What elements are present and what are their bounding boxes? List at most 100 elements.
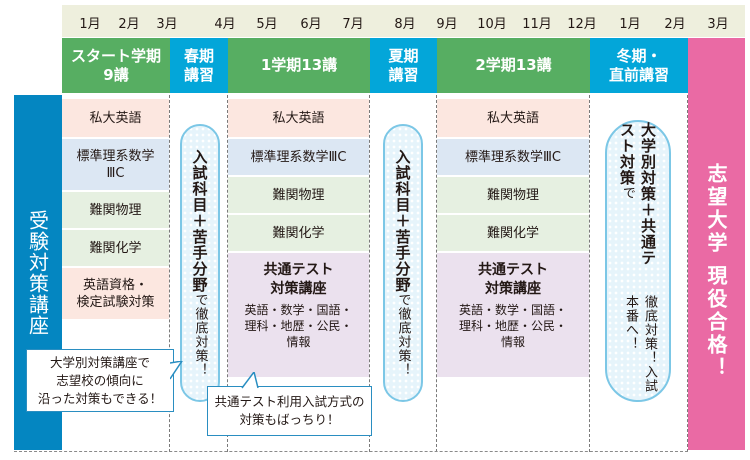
course-private-english: 私大英語 (62, 99, 169, 137)
course-chemistry: 難関化学 (437, 215, 589, 251)
phase-label: 冬期・ (616, 46, 662, 65)
course-title: 共通テスト (263, 262, 334, 278)
phase-goal-header (688, 38, 745, 93)
summer-focus-pill: 入試科目＋苦手分野で徹底対策！ (383, 124, 423, 402)
month-label: 7月 (342, 17, 364, 32)
course-private-english: 私大英語 (228, 99, 369, 137)
month-label: 10月 (477, 17, 507, 32)
winter-focus-pill: 大学別対策＋共通テスト対策で 徹底対策！入試本番へ！ (605, 120, 671, 402)
term1-column: 私大英語 標準理系数学ⅢC 難関物理 難関化学 共通テスト 対策講座 英語・数学… (228, 95, 370, 452)
course-label: 標準理系数学 (76, 148, 155, 164)
course-subjects: 英語・数学・国語・ (244, 303, 353, 317)
pill-weak-text: 徹底対策！入試本番へ！ (623, 295, 657, 394)
course-physics: 難関物理 (228, 177, 369, 213)
course-label: 標準理系数学ⅢC (464, 149, 562, 165)
spring-focus-pill: 入試科目＋苦手分野で徹底対策！ (180, 124, 220, 402)
month-label: 5月 (256, 17, 278, 32)
month-label: 12月 (567, 17, 597, 32)
phase-label: 講習 (183, 65, 214, 84)
phase-label: 講習 (388, 65, 419, 84)
course-label: 難関物理 (89, 202, 142, 218)
month-label: 4月 (214, 17, 236, 32)
course-label: 私大英語 (89, 110, 142, 126)
goal-banner: 志望大学 現役合格！ (688, 93, 745, 450)
course-label: 検定試験対策 (76, 294, 155, 310)
course-english-qualification: 英語資格・検定試験対策 (62, 268, 169, 319)
course-label: 難関化学 (89, 240, 142, 256)
course-label: 私大英語 (486, 110, 539, 126)
course-physics: 難関物理 (437, 177, 589, 213)
bubble-text: 沿った対策もできる！ (37, 390, 163, 406)
bubble-tail (241, 372, 259, 389)
bubble-text: 志望校の傾向に (56, 372, 144, 388)
phase-term2: 2学期13講 (437, 38, 590, 93)
phase-label: スタート学期 (70, 46, 161, 65)
phase-label: 夏期 (388, 46, 419, 65)
phase-label: 春期 (183, 46, 214, 65)
course-title: 対策講座 (270, 281, 327, 297)
pill-weak-text: で徹底対策！ (395, 293, 411, 377)
month-label: 2月 (118, 17, 140, 32)
month-label: 8月 (394, 17, 416, 32)
course-subjects: 理科・地歴・公民・ (244, 319, 353, 333)
course-physics: 難関物理 (62, 192, 169, 228)
course-label: 英語資格・ (82, 277, 148, 293)
winter-column (590, 95, 688, 452)
bubble-text: 共通テスト利用入試方式の (214, 394, 365, 409)
month-label: 11月 (522, 17, 552, 32)
month-label: 3月 (156, 17, 178, 32)
course-chemistry: 難関化学 (228, 215, 369, 251)
month-label: 3月 (707, 17, 729, 32)
course-common-test: 共通テスト 対策講座 英語・数学・国語・ 理科・地歴・公民・ 情報 (228, 253, 369, 377)
course-title: 共通テスト (478, 262, 548, 278)
pill-strong-text: 入試科目＋苦手分野 (190, 149, 209, 293)
month-label: 9月 (436, 17, 458, 32)
month-label: 6月 (300, 17, 322, 32)
course-subjects: 理科・地歴・公民・ (458, 319, 567, 333)
summer-column (370, 95, 437, 452)
phase-label: 9講 (103, 65, 129, 84)
pill-weak-text: で (620, 186, 635, 200)
month-header-band: 1月 2月 3月 4月 5月 6月 7月 8月 9月 10月 11月 12月 1… (62, 5, 745, 37)
phase-label: 直前講習 (608, 65, 669, 84)
bubble-text: 大学別対策講座で (49, 354, 150, 370)
bubble-text: 対策もばっちり！ (239, 412, 340, 427)
course-chemistry: 難関化学 (62, 230, 169, 266)
course-subjects: 情報 (500, 335, 525, 349)
tip-bubble-common-test: 共通テスト利用入試方式の 対策もばっちり！ (207, 386, 372, 436)
pill-strong-text: 大学別対策＋共通テスト対策 (618, 122, 657, 266)
course-label: 難関物理 (272, 187, 325, 203)
course-math: 標準理系数学ⅢC (437, 139, 589, 175)
bubble-tail (170, 361, 183, 380)
course-label: 難関物理 (486, 187, 539, 203)
spring-column (170, 95, 228, 452)
month-label: 1月 (79, 17, 101, 32)
course-label: 標準理系数学ⅢC (250, 149, 347, 165)
phase-spring-course: 春期講習 (170, 38, 228, 93)
pill-weak-text: で徹底対策！ (192, 293, 208, 377)
month-label: 1月 (619, 17, 641, 32)
course-subjects: 英語・数学・国語・ (458, 303, 567, 317)
tip-bubble-univ-course: 大学別対策講座で 志望校の傾向に 沿った対策もできる！ (26, 349, 174, 412)
phase-label: 2学期13講 (475, 56, 552, 74)
phase-term1: 1学期13講 (228, 38, 370, 93)
course-subjects: 情報 (286, 335, 311, 349)
course-common-test: 共通テスト 対策講座 英語・数学・国語・ 理科・地歴・公民・ 情報 (437, 253, 589, 377)
course-math: 標準理系数学ⅢC (228, 139, 369, 175)
term2-column: 私大英語 標準理系数学ⅢC 難関物理 難関化学 共通テスト 対策講座 英語・数学… (437, 95, 590, 452)
course-label: 難関化学 (272, 225, 325, 241)
phase-summer-course: 夏期講習 (370, 38, 437, 93)
course-label: ⅢC (106, 165, 125, 181)
bottom-divider (14, 451, 688, 452)
course-title: 対策講座 (485, 281, 541, 297)
phase-winter-course: 冬期・直前講習 (590, 38, 688, 93)
course-private-english: 私大英語 (437, 99, 589, 137)
month-label: 2月 (664, 17, 686, 32)
phase-label: 1学期13講 (260, 56, 338, 74)
course-label: 難関化学 (486, 225, 539, 241)
pill-strong-text: 入試科目＋苦手分野 (393, 149, 412, 293)
course-label: 私大英語 (272, 110, 325, 126)
